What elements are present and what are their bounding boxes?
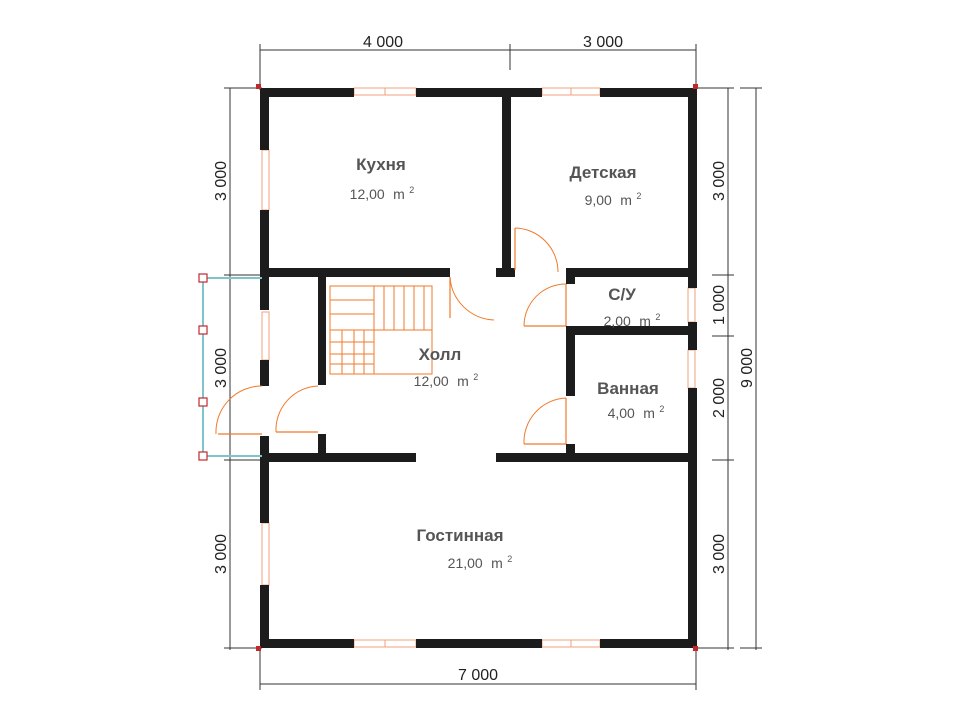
window-living-left (261, 522, 270, 586)
staircase (329, 285, 433, 375)
dim-right-total: 9 000 (739, 348, 756, 388)
room-label-hall: Холл 12,00 m 2 (414, 345, 479, 390)
room-area: 12,00 (350, 186, 385, 202)
dim-left-top: 3 000 (213, 161, 230, 201)
walls (260, 88, 697, 648)
dim-right-bath: 2 000 (711, 378, 728, 418)
porch-post (198, 325, 208, 335)
dim-right-top: 3 000 (711, 161, 728, 201)
dimension-lines (224, 44, 762, 690)
room-unit: m (491, 555, 503, 571)
corner-markers (256, 84, 698, 651)
room-label-living: Гостинная 21,00 m 2 (416, 526, 513, 572)
room-unit-sup: 2 (507, 554, 512, 564)
porch-post (198, 397, 208, 407)
room-area: 4,00 (608, 405, 635, 421)
dim-top-left: 4 000 (363, 34, 403, 51)
window-bath-right (687, 349, 696, 389)
room-unit-sup: 2 (409, 185, 414, 195)
room-unit-sup: 2 (655, 312, 660, 322)
dim-left-bottom: 3 000 (213, 534, 230, 574)
doors (215, 227, 567, 445)
dim-bottom: 7 000 (458, 667, 498, 684)
porch-post (198, 273, 208, 283)
room-name: Кухня (356, 155, 406, 174)
room-area-line: 9,00 m 2 (585, 191, 642, 209)
room-area: 9,00 (585, 192, 612, 208)
room-unit: m (620, 192, 632, 208)
dim-right-wc: 1 000 (711, 285, 728, 325)
window-wc-right (687, 287, 696, 323)
room-unit-sup: 2 (636, 191, 641, 201)
room-label-wc: С/У 2,00 m 2 (604, 285, 661, 330)
room-name: Ванная (597, 379, 659, 398)
room-unit-sup: 2 (473, 372, 478, 382)
porch-post (198, 451, 208, 461)
room-area: 12,00 (414, 373, 449, 389)
room-area-line: 21,00 m 2 (448, 554, 513, 572)
window-hall-left (261, 311, 270, 361)
room-unit: m (393, 186, 405, 202)
dim-left-mid: 3 000 (213, 348, 230, 388)
room-area-line: 12,00 m 2 (414, 372, 479, 390)
room-unit: m (643, 405, 655, 421)
room-name: Холл (419, 345, 462, 364)
room-name: Гостинная (416, 526, 503, 545)
room-name: Детская (570, 163, 637, 182)
dim-top-right: 3 000 (583, 34, 623, 51)
room-area-line: 2,00 m 2 (604, 312, 661, 330)
window-kitchen-left (261, 149, 270, 211)
room-area: 21,00 (448, 555, 483, 571)
dim-right-bottom: 3 000 (711, 534, 728, 574)
room-label-kitchen: Кухня 12,00 m 2 (350, 155, 415, 203)
room-unit: m (457, 373, 469, 389)
room-area: 2,00 (604, 313, 631, 329)
room-label-kids: Детская 9,00 m 2 (570, 163, 642, 209)
room-name: С/У (608, 285, 636, 304)
porch (198, 273, 262, 461)
room-unit-sup: 2 (659, 404, 664, 414)
room-area-line: 4,00 m 2 (608, 404, 665, 422)
room-unit: m (639, 313, 651, 329)
room-area-line: 12,00 m 2 (350, 185, 415, 203)
room-label-bath: Ванная 4,00 m 2 (597, 379, 665, 422)
